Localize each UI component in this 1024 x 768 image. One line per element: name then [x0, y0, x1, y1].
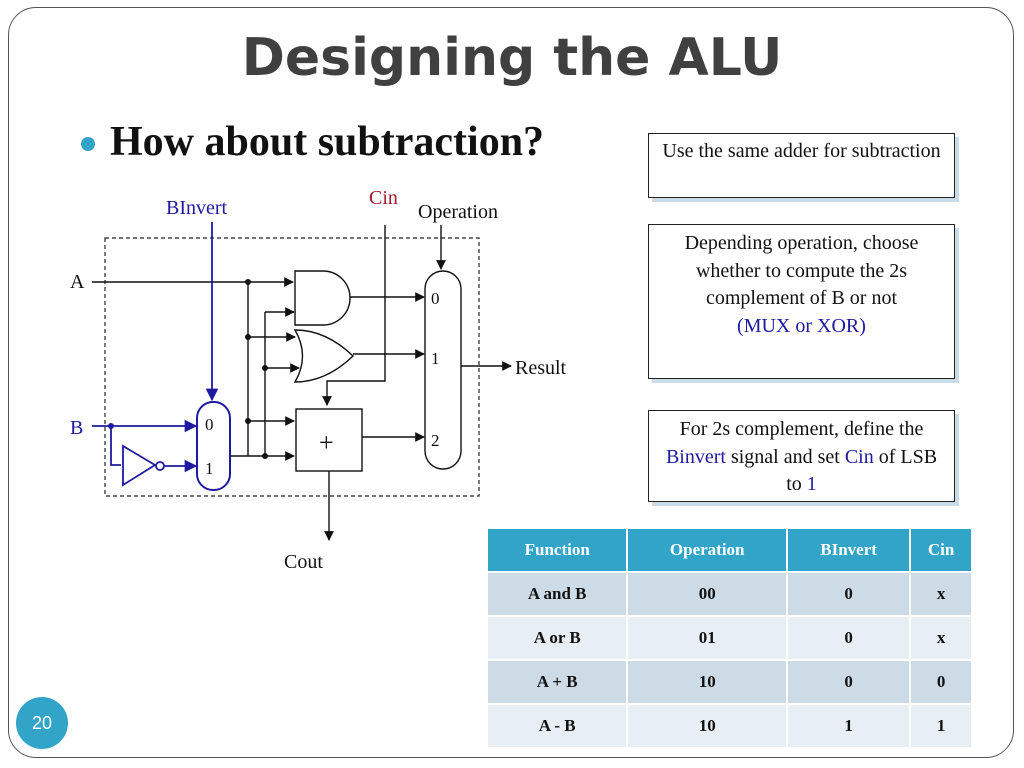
or-gate-icon	[293, 329, 355, 383]
b-label: B	[70, 417, 83, 439]
note-box-binvert: For 2s complement, define the Binvert si…	[648, 410, 955, 502]
slide-title: Designing the ALU	[241, 28, 783, 88]
one-term: 1	[806, 473, 817, 495]
note-text: Use the same adder for subtraction	[662, 140, 941, 162]
svg-text:0: 0	[205, 415, 214, 434]
result-mux	[424, 270, 462, 470]
table-header: BInvert	[785, 527, 912, 573]
operation-label: Operation	[418, 201, 498, 223]
alu-diagram: BInvert Cin Operation A B Result Cout 0 …	[70, 187, 567, 573]
table-header-row: Function Operation BInvert Cin	[485, 527, 973, 573]
adder	[295, 408, 363, 472]
cin-label: Cin	[369, 187, 398, 209]
table-row: A + B 10 0 0	[485, 659, 973, 705]
function-table: Function Operation BInvert Cin A and B 0…	[485, 527, 973, 749]
table-row: A or B 01 0 x	[485, 615, 973, 661]
alu-boundary	[104, 237, 480, 497]
note-text: Depending operation, choose whether to c…	[684, 232, 919, 309]
cout-label: Cout	[284, 551, 323, 573]
svg-text:0: 0	[431, 289, 440, 308]
table-header: Operation	[626, 527, 788, 573]
note-box-same-adder: Use the same adder for subtraction	[648, 133, 955, 198]
svg-text:1: 1	[431, 349, 440, 368]
table-header: Function	[485, 527, 629, 573]
and-gate-icon	[294, 270, 351, 326]
slide-number: 20	[16, 697, 68, 749]
b-mux	[196, 401, 231, 491]
table-row: A - B 10 1 1	[485, 703, 973, 749]
bullet-text: How about subtraction?	[110, 119, 545, 165]
svg-text:2: 2	[431, 431, 440, 450]
table-row: A and B 00 0 x	[485, 571, 973, 617]
table-header: Cin	[909, 527, 973, 573]
binvert-term: Binvert	[665, 445, 726, 468]
bullet-icon	[81, 137, 95, 151]
svg-text:1: 1	[205, 459, 214, 478]
result-label: Result	[515, 357, 567, 379]
cin-term: Cin	[844, 445, 874, 468]
note-box-2s-complement: Depending operation, choose whether to c…	[648, 224, 955, 379]
slide-frame	[8, 7, 1014, 758]
inverter-icon	[122, 444, 157, 487]
a-label: A	[70, 271, 85, 293]
adder-symbol: +	[319, 428, 334, 457]
note-text-mux-xor: (MUX or XOR)	[737, 314, 866, 337]
binvert-label: BInvert	[166, 197, 228, 219]
